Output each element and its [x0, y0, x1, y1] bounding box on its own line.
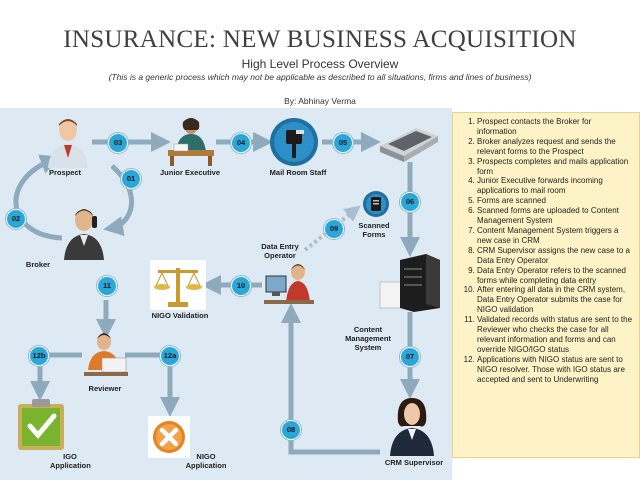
scanned-forms-label: Scanned Forms: [358, 221, 390, 239]
step-badge-01: 01: [121, 169, 141, 189]
step-badge-04: 04: [231, 133, 251, 153]
step-badge-02: 02: [6, 209, 26, 229]
process-step: Junior Executive forwards incoming appli…: [477, 176, 633, 196]
step-badge-11: 11: [97, 276, 117, 296]
process-steps-list: Prospect contacts the Broker for informa…: [457, 117, 633, 384]
nigo-validation-label: NIGO Validation: [151, 311, 209, 320]
mailbox-icon: [270, 118, 318, 166]
process-step: Validated records with status are sent t…: [477, 315, 633, 355]
arrow-01: [103, 164, 134, 237]
process-step: Forms are scanned: [477, 196, 633, 206]
computer-operator-icon: [264, 264, 314, 304]
arrow-02: [13, 154, 63, 241]
step-badge-10: 10: [231, 276, 251, 296]
reviewer-label: Reviewer: [88, 384, 122, 393]
disclaimer-text: (This is a generic process which may not…: [108, 72, 532, 82]
mail-room-staff-label: Mail Room Staff: [269, 168, 327, 177]
person-icon: [48, 119, 88, 168]
junior-executive-label: Junior Executive: [159, 168, 221, 177]
page-subtitle: High Level Process Overview: [241, 57, 399, 71]
step-badge-12a: 12a: [160, 346, 180, 366]
checkmark-clipboard-icon: [18, 399, 64, 450]
clerk-icon: [168, 118, 214, 166]
step-badge-05: 05: [333, 133, 353, 153]
step-badge-12b: 12b: [29, 346, 49, 366]
process-step: After entering all data in the CRM syste…: [477, 285, 633, 315]
igo-application-label: IGO Application: [50, 452, 91, 470]
phone-agent-icon: [64, 209, 104, 260]
prospect-label: Prospect: [48, 168, 82, 177]
scanner-icon: [380, 128, 438, 162]
process-step: Content Management System triggers a new…: [477, 226, 633, 246]
cross-circle-icon: [148, 416, 190, 458]
supervisor-icon: [390, 398, 434, 456]
content-management-system-label: Content Management System: [345, 325, 391, 352]
step-badge-07: 07: [400, 347, 420, 367]
broker-label: Broker: [25, 260, 51, 269]
arrow-08: [281, 303, 380, 455]
process-step: Scanned forms are uploaded to Content Ma…: [477, 206, 633, 226]
step-badge-06: 06: [400, 192, 420, 212]
document-icon: [363, 191, 389, 217]
page-title: INSURANCE: NEW BUSINESS ACQUISITION: [63, 26, 577, 53]
author-line: By: Abhinay Verma: [284, 96, 356, 106]
process-step: Broker analyzes request and sends the re…: [477, 137, 633, 157]
reviewer-icon: [84, 333, 128, 376]
process-step: Prospects completes and mails applicatio…: [477, 157, 633, 177]
data-entry-operator-label: Data Entry Operator: [261, 242, 299, 260]
step-badge-03: 03: [108, 133, 128, 153]
crm-supervisor-label: CRM Supervisor: [384, 458, 444, 467]
process-step: Data Entry Operator refers to the scanne…: [477, 266, 633, 286]
process-step: Prospect contacts the Broker for informa…: [477, 117, 633, 137]
process-steps-panel: Prospect contacts the Broker for informa…: [452, 112, 640, 458]
diagram-background: [0, 108, 452, 480]
step-badge-08: 08: [281, 420, 301, 440]
server-icon: [379, 254, 440, 312]
nigo-application-label: NIGO Application: [185, 452, 227, 470]
scales-icon: [150, 260, 206, 310]
process-step: CRM Supervisor assigns the new case to a…: [477, 246, 633, 266]
process-step: Applications with NIGO status are sent t…: [477, 355, 633, 385]
step-badge-09: 09: [324, 219, 344, 239]
